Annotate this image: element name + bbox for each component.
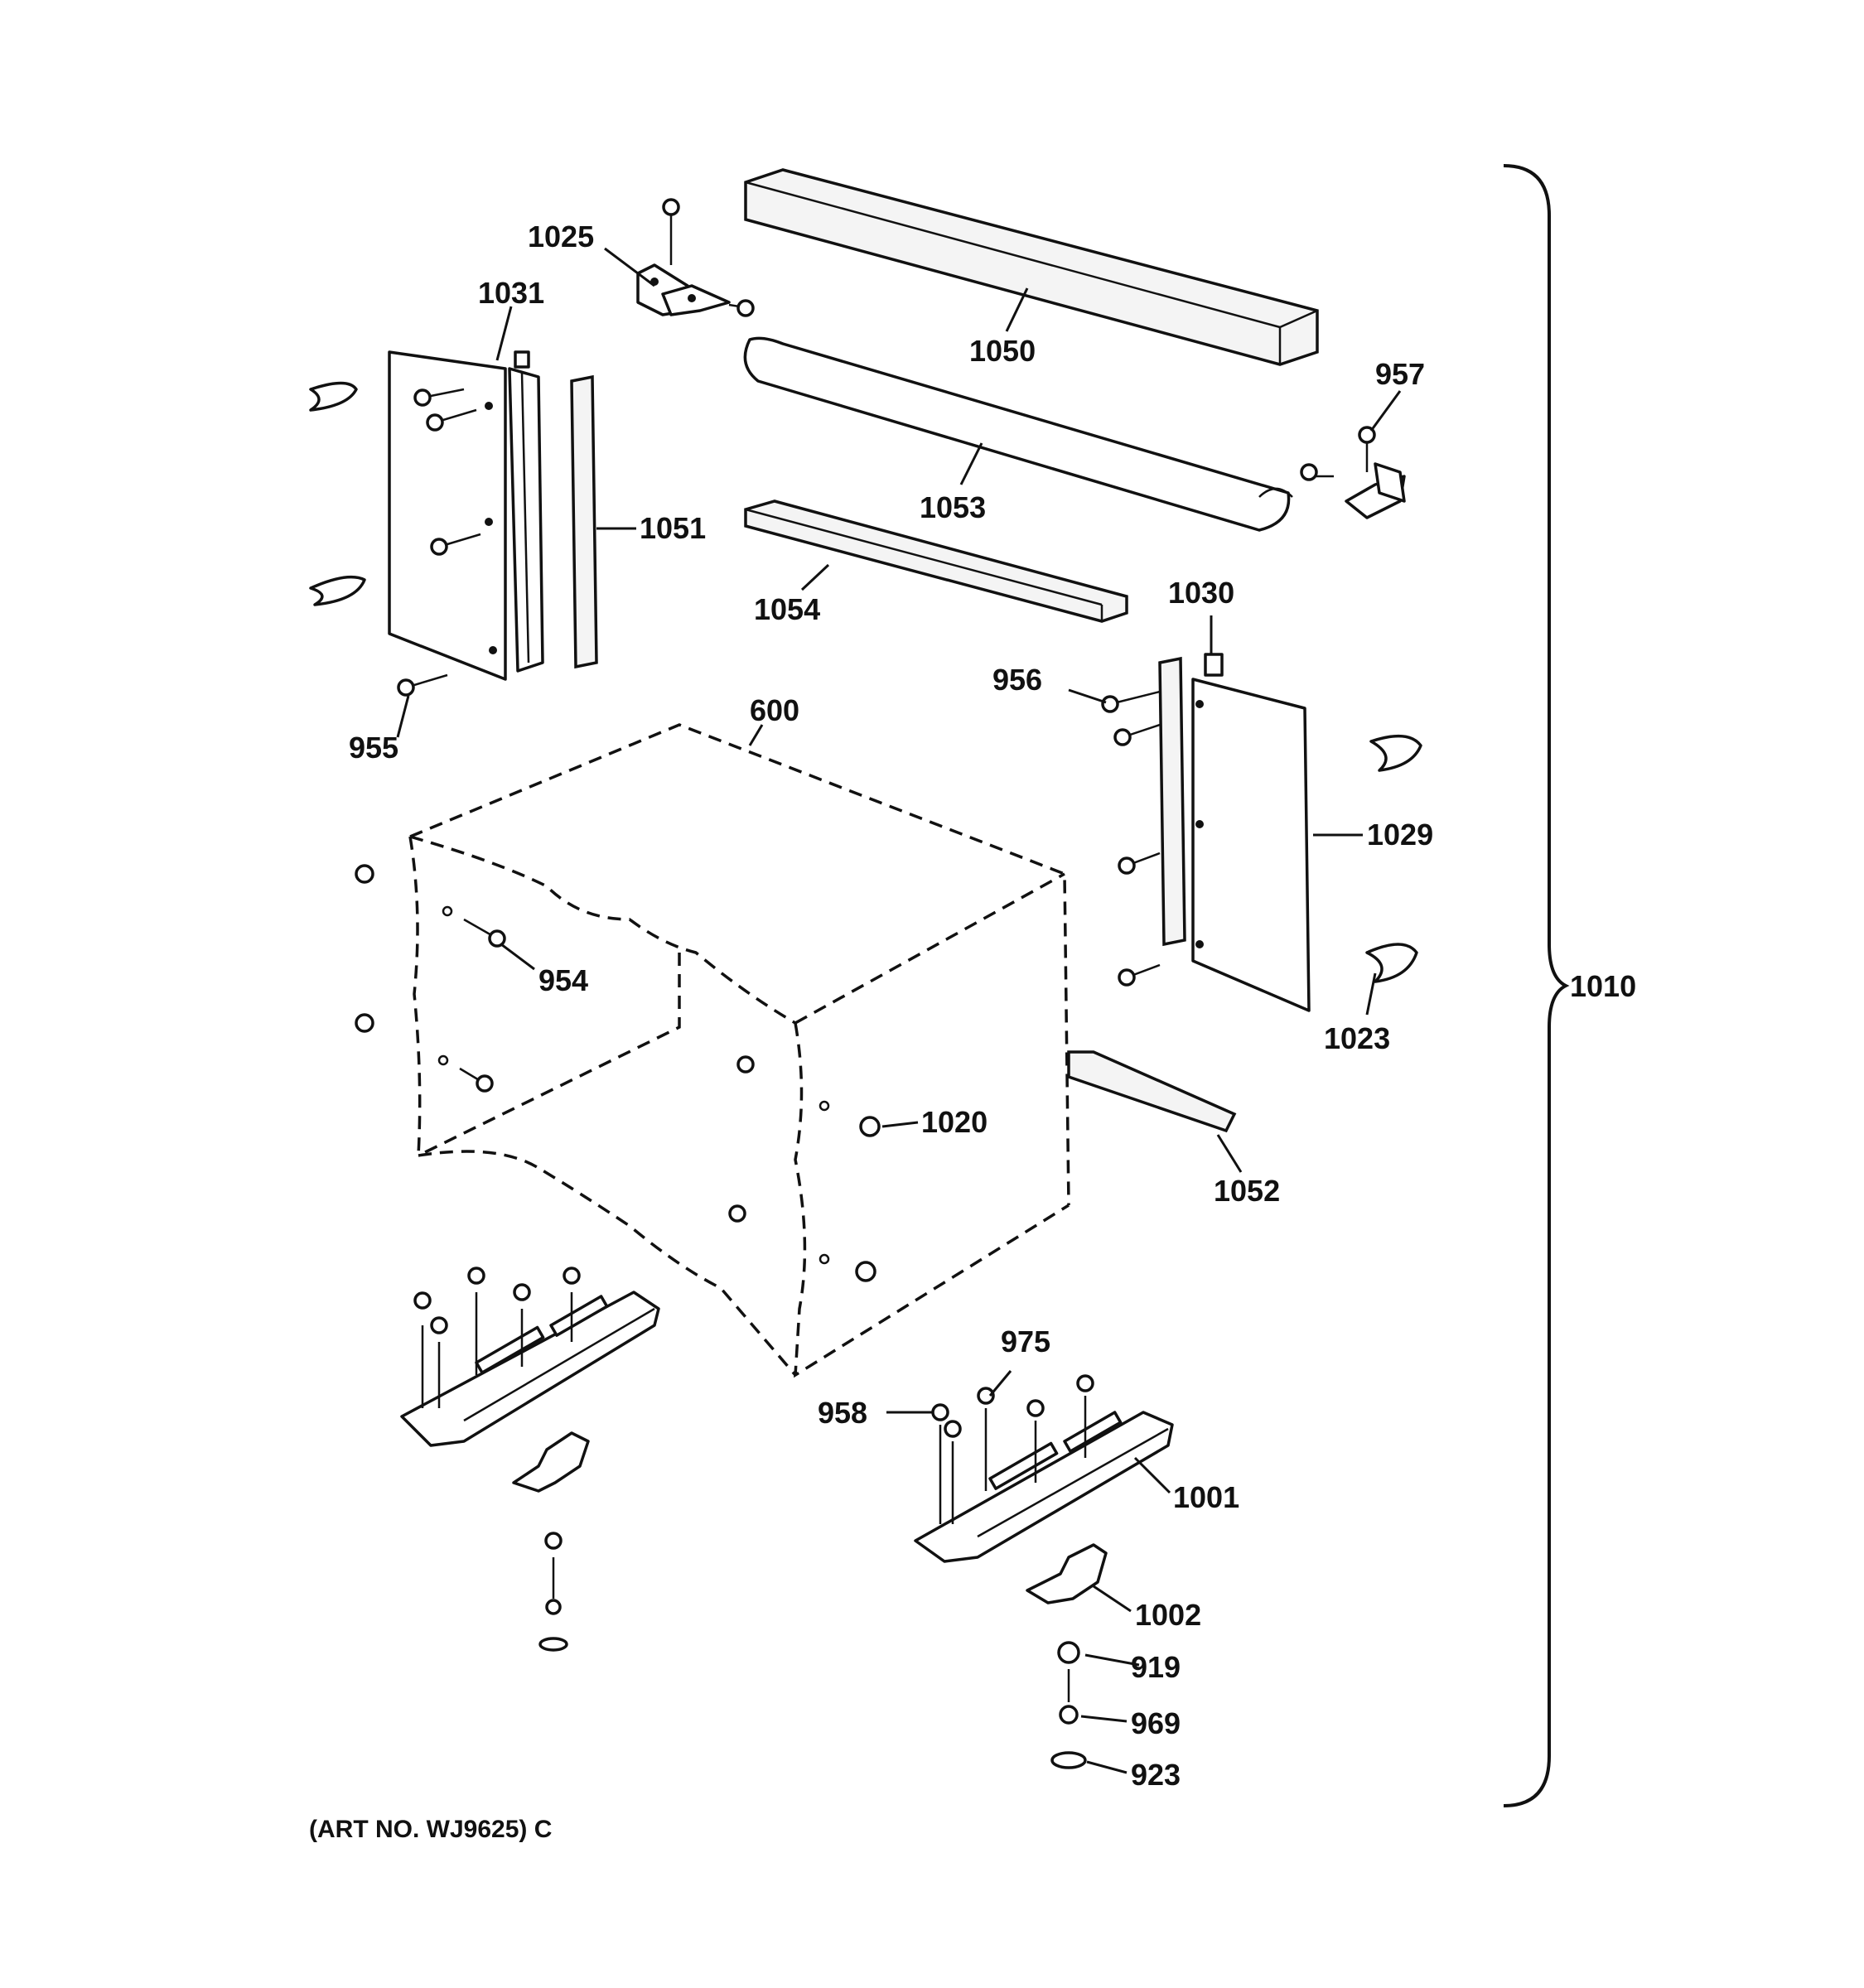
callout-954: 954 xyxy=(538,963,588,997)
callout-1030: 1030 xyxy=(1168,576,1234,610)
callout-958: 958 xyxy=(818,1396,867,1430)
callout-1025: 1025 xyxy=(528,220,594,253)
callout-1051: 1051 xyxy=(640,511,706,545)
callout-1001: 1001 xyxy=(1173,1480,1239,1514)
callout-1020: 1020 xyxy=(921,1105,988,1139)
foam-strip-1054 xyxy=(744,499,1128,623)
callout-1031: 1031 xyxy=(478,276,544,310)
callout-1050: 1050 xyxy=(969,334,1036,368)
side-panel-left-1031 xyxy=(309,350,598,697)
trim-tube-1053 xyxy=(743,336,1293,532)
side-panel-right-1029 xyxy=(1101,653,1422,1012)
callout-1054: 1054 xyxy=(754,592,820,626)
foam-strip-1052 xyxy=(1067,1050,1237,1133)
callout-1023: 1023 xyxy=(1324,1021,1390,1055)
callout-1053: 1053 xyxy=(920,490,986,524)
cabinet-fasteners xyxy=(355,864,881,1282)
callout-1029: 1029 xyxy=(1367,818,1433,852)
callout-1002: 1002 xyxy=(1135,1598,1201,1632)
leader-lines xyxy=(396,247,1402,1774)
bracket-957 xyxy=(1300,426,1406,519)
callout-1010: 1010 xyxy=(1570,969,1636,1003)
callout-957: 957 xyxy=(1375,357,1425,391)
base-rail-right xyxy=(914,1374,1174,1769)
callout-969: 969 xyxy=(1131,1706,1181,1740)
art-number: (ART NO. WJ9625) C xyxy=(309,1816,552,1843)
callout-955: 955 xyxy=(349,731,398,765)
bracket-1025 xyxy=(636,198,755,317)
foam-strip-1050 xyxy=(744,168,1319,366)
callout-919: 919 xyxy=(1131,1650,1181,1684)
callout-956: 956 xyxy=(992,663,1042,697)
cabinet-600 xyxy=(408,723,1070,1378)
callout-labels: 1025 1031 1050 957 1053 1051 1054 1030 9… xyxy=(309,220,1636,1843)
callout-600: 600 xyxy=(750,693,799,727)
brace-1010 xyxy=(1503,164,1570,1807)
callout-1052: 1052 xyxy=(1214,1174,1280,1208)
callout-975: 975 xyxy=(1001,1325,1050,1358)
base-rail-left xyxy=(400,1267,660,1652)
callout-923: 923 xyxy=(1131,1758,1181,1792)
